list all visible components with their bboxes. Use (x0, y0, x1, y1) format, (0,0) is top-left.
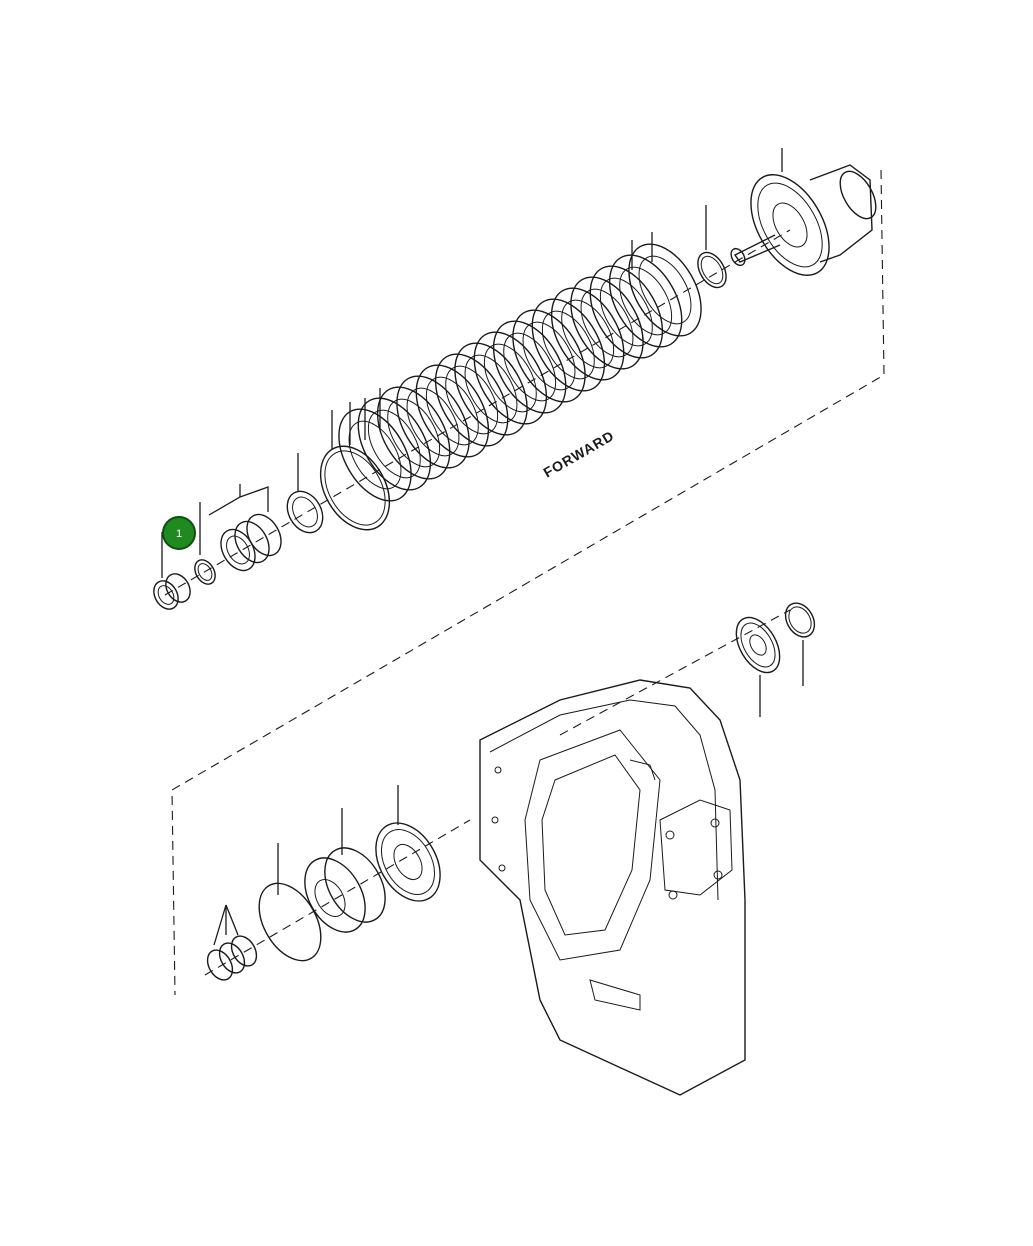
clutch-disc-inner (483, 343, 537, 413)
clutch-disc (570, 276, 644, 370)
clutch-disc (357, 397, 432, 491)
leader-lines (161, 148, 804, 946)
callout-circle[interactable] (162, 516, 196, 550)
clutch-disc-inner (619, 266, 673, 336)
spacer-ring (286, 490, 324, 534)
seal-rings-set (220, 513, 282, 572)
clutch-disc (454, 342, 528, 436)
snap-ring-upper (697, 251, 727, 289)
clutch-disc (531, 298, 606, 392)
clutch-disc-inner (425, 376, 479, 446)
clutch-disc-inner (387, 398, 441, 468)
small-rings-set (206, 935, 258, 981)
large-snap-ring (258, 882, 322, 962)
clutch-disc-inner (522, 321, 576, 391)
clutch-disc-inner (445, 365, 499, 435)
clutch-disc (550, 287, 625, 381)
clutch-disc (628, 243, 702, 337)
shaft-centerline (164, 229, 791, 976)
clutch-disc-inner (638, 255, 692, 325)
clutch-disc-inner (599, 277, 653, 347)
clutch-disc (608, 254, 683, 348)
clutch-disc-inner (541, 310, 595, 380)
small-snap-ring (194, 559, 216, 585)
callout-marker-1[interactable]: 1 (162, 516, 196, 550)
clutch-disc-inner (367, 409, 421, 479)
clutch-disc (492, 320, 567, 414)
clutch-disc-inner (503, 332, 557, 402)
clutch-disc (396, 375, 470, 469)
needle-bearing (153, 573, 191, 610)
clutch-disc (434, 353, 509, 447)
forward-label: FORWARD (541, 427, 617, 480)
clutch-disc (376, 386, 451, 480)
clutch-disc-inner (464, 354, 518, 424)
clutch-disc (415, 364, 490, 458)
clutch-disc (589, 265, 664, 359)
ball-bearing (375, 822, 441, 902)
clutch-disc-inner (580, 288, 634, 358)
clutch-disc (512, 309, 586, 403)
snap-ring-lower (784, 602, 816, 638)
clutch-disc (473, 331, 548, 425)
clutch-disc-inner (406, 387, 460, 457)
clutch-disc-inner (561, 299, 615, 369)
callout-number: 1 (176, 528, 182, 540)
assembly-frame (171, 169, 885, 996)
output-shaft-gear (730, 164, 877, 276)
idler-gear (735, 616, 781, 674)
transmission-housing (479, 679, 746, 1096)
clutch-disc (338, 408, 412, 502)
clutch-disc-stack (338, 243, 702, 502)
clutch-disc-inner (348, 420, 402, 490)
